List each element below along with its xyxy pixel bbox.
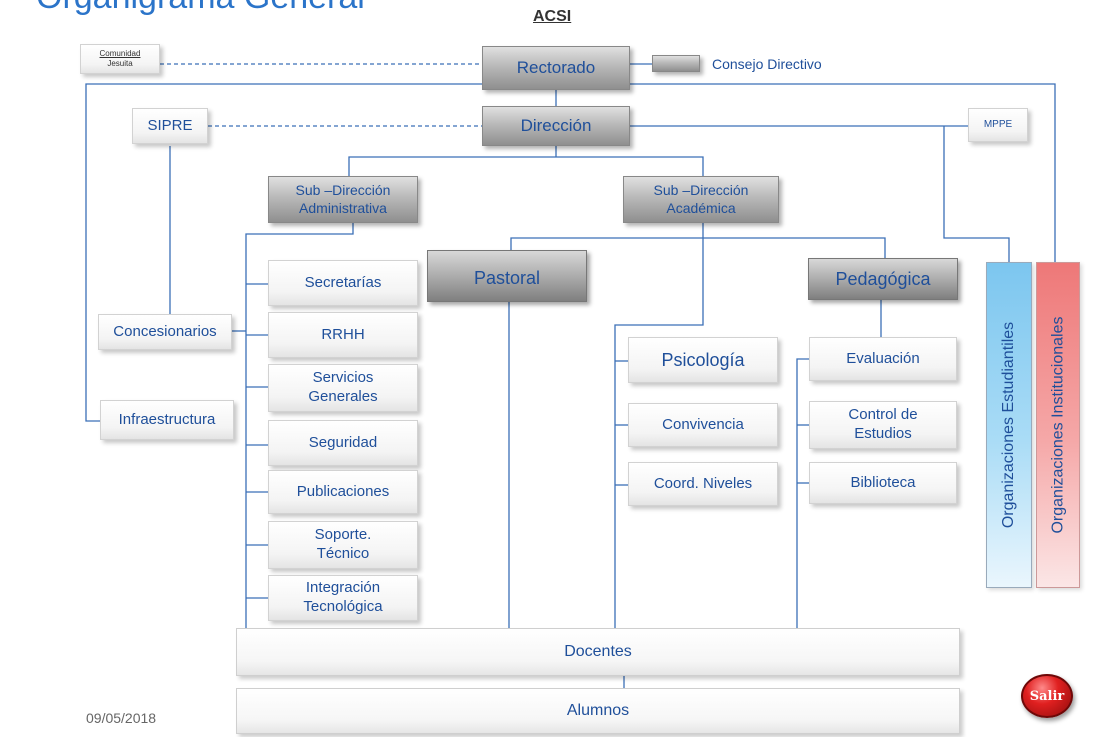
soporte-label-1: Soporte. <box>314 526 372 544</box>
salir-label: Salir <box>1029 688 1065 704</box>
sub-direccion-administrativa-node: Sub –Dirección Administrativa <box>268 176 418 223</box>
organizaciones-estudiantiles-box: Organizaciones Estudiantiles <box>986 262 1032 588</box>
acsi-label: ACSI <box>533 8 572 25</box>
consejo-directivo-label: Consejo Directivo <box>712 56 822 72</box>
direccion-node: Dirección <box>482 106 630 146</box>
evaluacion-node: Evaluación <box>809 337 957 381</box>
docentes-bar: Docentes <box>236 628 960 676</box>
publicaciones-node: Publicaciones <box>268 470 418 514</box>
psicologia-label: Psicología <box>661 349 745 370</box>
rrhh-node: RRHH <box>268 312 418 358</box>
seguridad-label: Seguridad <box>308 433 378 451</box>
infraestructura-node: Infraestructura <box>100 400 234 440</box>
alumnos-label: Alumnos <box>566 702 630 719</box>
pedagogica-label: Pedagógica <box>835 268 931 289</box>
sipre-label: SIPRE <box>147 116 193 134</box>
direccion-label: Dirección <box>520 116 592 136</box>
rrhh-label: RRHH <box>321 325 365 343</box>
comunidad-jesuita-node: Comunidad Jesuita <box>80 44 160 74</box>
seguridad-node: Seguridad <box>268 420 418 466</box>
biblioteca-node: Biblioteca <box>809 462 957 504</box>
convivencia-label: Convivencia <box>662 415 744 433</box>
concesionarios-node: Concesionarios <box>98 314 232 350</box>
control-label-2: Estudios <box>854 425 912 442</box>
docentes-label: Docentes <box>564 643 632 660</box>
sub-admin-label-2: Administrativa <box>299 199 387 216</box>
publicaciones-label: Publicaciones <box>296 482 390 500</box>
pastoral-label: Pastoral <box>473 268 541 288</box>
control-estudios-node: Control de Estudios <box>809 401 957 449</box>
rectorado-label: Rectorado <box>516 58 596 78</box>
date-label: 09/05/2018 <box>86 710 157 726</box>
infraestructura-label: Infraestructura <box>118 410 216 428</box>
servicios-label-1: Servicios <box>312 369 374 387</box>
psicologia-node: Psicología <box>628 337 778 383</box>
integracion-tecnologica-node: Integración Tecnológica <box>268 575 418 621</box>
control-label-1: Control de <box>848 406 918 424</box>
mppe-node: MPPE <box>968 108 1028 142</box>
salir-button[interactable]: Salir <box>1021 674 1073 718</box>
sub-acad-label-2: Académica <box>666 199 736 216</box>
integracion-label-2: Tecnológica <box>303 598 383 615</box>
sub-admin-label-1: Sub –Dirección <box>295 182 391 198</box>
soporte-tecnico-node: Soporte. Técnico <box>268 521 418 569</box>
sub-acad-label-1: Sub –Dirección <box>653 182 749 198</box>
alumnos-bar: Alumnos <box>236 688 960 734</box>
organizaciones-institucionales-box: Organizaciones Institucionales <box>1036 262 1080 588</box>
consejo-directivo-box <box>652 55 700 72</box>
integracion-label-1: Integración <box>305 579 381 597</box>
page-title: Organigrama General <box>36 0 365 17</box>
servicios-label-2: Generales <box>308 388 378 405</box>
organizaciones-estudiantiles-label: Organizaciones Estudiantiles <box>1000 321 1017 529</box>
evaluacion-label: Evaluación <box>846 349 920 367</box>
mppe-label: MPPE <box>983 118 1013 130</box>
rectorado-node: Rectorado <box>482 46 630 90</box>
biblioteca-label: Biblioteca <box>850 473 916 491</box>
soporte-label-2: Técnico <box>316 545 370 562</box>
convivencia-node: Convivencia <box>628 403 778 447</box>
servicios-generales-node: Servicios Generales <box>268 364 418 412</box>
sub-direccion-academica-node: Sub –Dirección Académica <box>623 176 779 223</box>
coord-niveles-node: Coord. Niveles <box>628 462 778 506</box>
comunidad-label: Comunidad <box>99 49 141 58</box>
concesionarios-label: Concesionarios <box>113 322 217 340</box>
sipre-node: SIPRE <box>132 108 208 144</box>
coord-niveles-label: Coord. Niveles <box>653 474 753 492</box>
organizaciones-institucionales-label: Organizaciones Institucionales <box>1049 316 1067 534</box>
pastoral-node: Pastoral <box>427 250 587 302</box>
pedagogica-node: Pedagógica <box>808 258 958 300</box>
secretarias-node: Secretarías <box>268 260 418 306</box>
jesuita-label: Jesuita <box>107 59 133 68</box>
secretarias-label: Secretarías <box>304 273 382 291</box>
